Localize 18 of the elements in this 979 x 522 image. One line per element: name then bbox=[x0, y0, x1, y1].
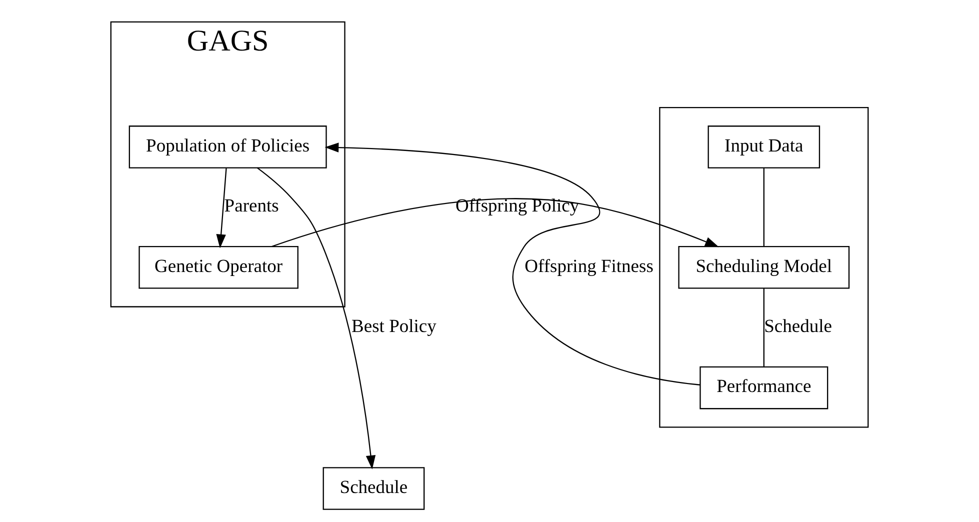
edge-label: Schedule bbox=[764, 316, 832, 337]
node-box: Schedule bbox=[322, 467, 425, 510]
edge-label: Offspring Fitness bbox=[524, 256, 654, 277]
node-box: Input Data bbox=[708, 126, 820, 168]
connector bbox=[763, 168, 764, 246]
edge-label: Parents bbox=[224, 196, 279, 217]
node-box: Genetic Operator bbox=[138, 246, 298, 289]
arrow bbox=[216, 168, 227, 248]
edge-label: Best Policy bbox=[352, 316, 436, 337]
arrow bbox=[324, 142, 700, 386]
node-box: Scheduling Model bbox=[678, 246, 850, 289]
node-box: Population of Policies bbox=[128, 126, 327, 168]
connector bbox=[763, 288, 764, 367]
edge-label: Offspring Policy bbox=[455, 196, 580, 217]
arrow bbox=[272, 198, 719, 248]
cluster bbox=[659, 107, 869, 428]
arrow bbox=[256, 167, 376, 470]
node-box: Performance bbox=[700, 366, 828, 410]
